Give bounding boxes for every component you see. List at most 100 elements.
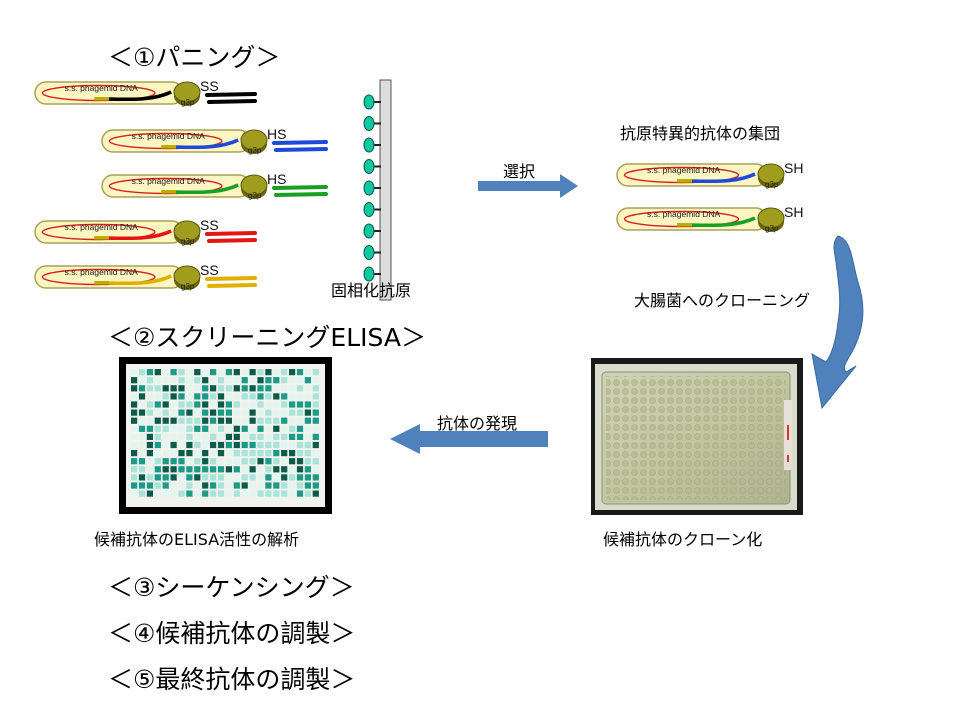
elisa-well [225,401,232,408]
elisa-well [273,409,280,416]
elisa-well [249,450,256,457]
elisa-well [217,425,225,432]
elisa-well [281,441,288,449]
elisa-well [304,425,311,432]
elisa-well [225,409,232,416]
elisa-well [178,409,185,416]
elisa-well [162,490,169,497]
elisa-well [170,369,177,376]
elisa-well [178,377,185,384]
elisa-well [249,482,256,489]
heading-final-prep: ＜⑤最終抗体の調製＞ [108,665,356,694]
elisa-well [296,409,304,416]
elisa-well [194,401,201,408]
elisa-well [170,377,177,384]
elisa-well [154,433,161,440]
elisa-well [202,401,209,408]
selection-arrow [478,174,578,198]
elisa-well [202,441,209,449]
elisa-well [233,393,240,400]
elisa-well [312,474,319,481]
elisa-well [241,385,248,392]
elisa-well [241,466,248,473]
elisa-well [296,466,304,473]
elisa-well [296,482,304,489]
elisa-well [138,385,146,392]
elisa-well [217,377,225,384]
elisa-well [202,474,209,481]
label-elisa-analysis: 候補抗体のELISA活性の解析 [94,530,300,549]
elisa-well [154,441,161,449]
elisa-well [257,474,264,481]
elisa-well [257,466,264,473]
g3p-label: g3p [248,146,262,155]
elisa-well [233,433,240,440]
antigen-pin [363,159,381,174]
elisa-well [312,417,319,424]
elisa-well [154,450,161,457]
elisa-well [273,466,280,473]
elisa-well [265,441,272,449]
elisa-well [265,417,272,424]
culture-plate-image [591,358,803,515]
elisa-well [289,425,296,432]
elisa-well [210,393,217,400]
elisa-well [257,401,264,408]
elisa-well [178,482,185,489]
elisa-well [233,441,240,449]
elisa-well [304,490,311,497]
elisa-well [202,433,209,440]
elisa-well [273,450,280,457]
elisa-well [265,377,272,384]
elisa-well [257,450,264,457]
elisa-well [241,482,248,489]
g3p-label: g3p [181,282,195,291]
elisa-well [289,474,296,481]
elisa-well [178,369,185,376]
elisa-well [202,482,209,489]
elisa-well [289,450,296,457]
elisa-well [312,393,319,400]
elisa-well [131,450,138,457]
elisa-well [296,425,304,432]
elisa-well [249,409,256,416]
elisa-well [217,458,225,465]
elisa-well [202,417,209,424]
elisa-well [281,425,288,432]
elisa-well [304,409,311,416]
elisa-well [162,393,169,400]
elisa-well [154,409,161,416]
elisa-well [241,441,248,449]
elisa-well [154,385,161,392]
elisa-well [194,385,201,392]
elisa-well [186,482,193,489]
elisa-well [304,417,311,424]
elisa-well [289,369,296,376]
elisa-well [281,401,288,408]
elisa-well [146,441,153,449]
elisa-well [202,377,209,384]
elisa-well [265,450,272,457]
elisa-well [233,369,240,376]
elisa-well [281,474,288,481]
elisa-well [178,450,185,457]
elisa-well [146,490,153,497]
elisa-well [194,409,201,416]
elisa-well [178,474,185,481]
elisa-well [289,409,296,416]
elisa-well [162,369,169,376]
elisa-well [304,377,311,384]
elisa-well [241,401,248,408]
elisa-well [186,401,193,408]
elisa-well [210,490,217,497]
g3p-label: g3p [765,180,779,189]
elisa-well [162,409,169,416]
antigen-pin [363,245,381,260]
elisa-well [146,425,153,432]
elisa-well [273,369,280,376]
elisa-well [273,433,280,440]
elisa-well [186,458,193,465]
elisa-well [257,482,264,489]
elisa-well [257,377,264,384]
